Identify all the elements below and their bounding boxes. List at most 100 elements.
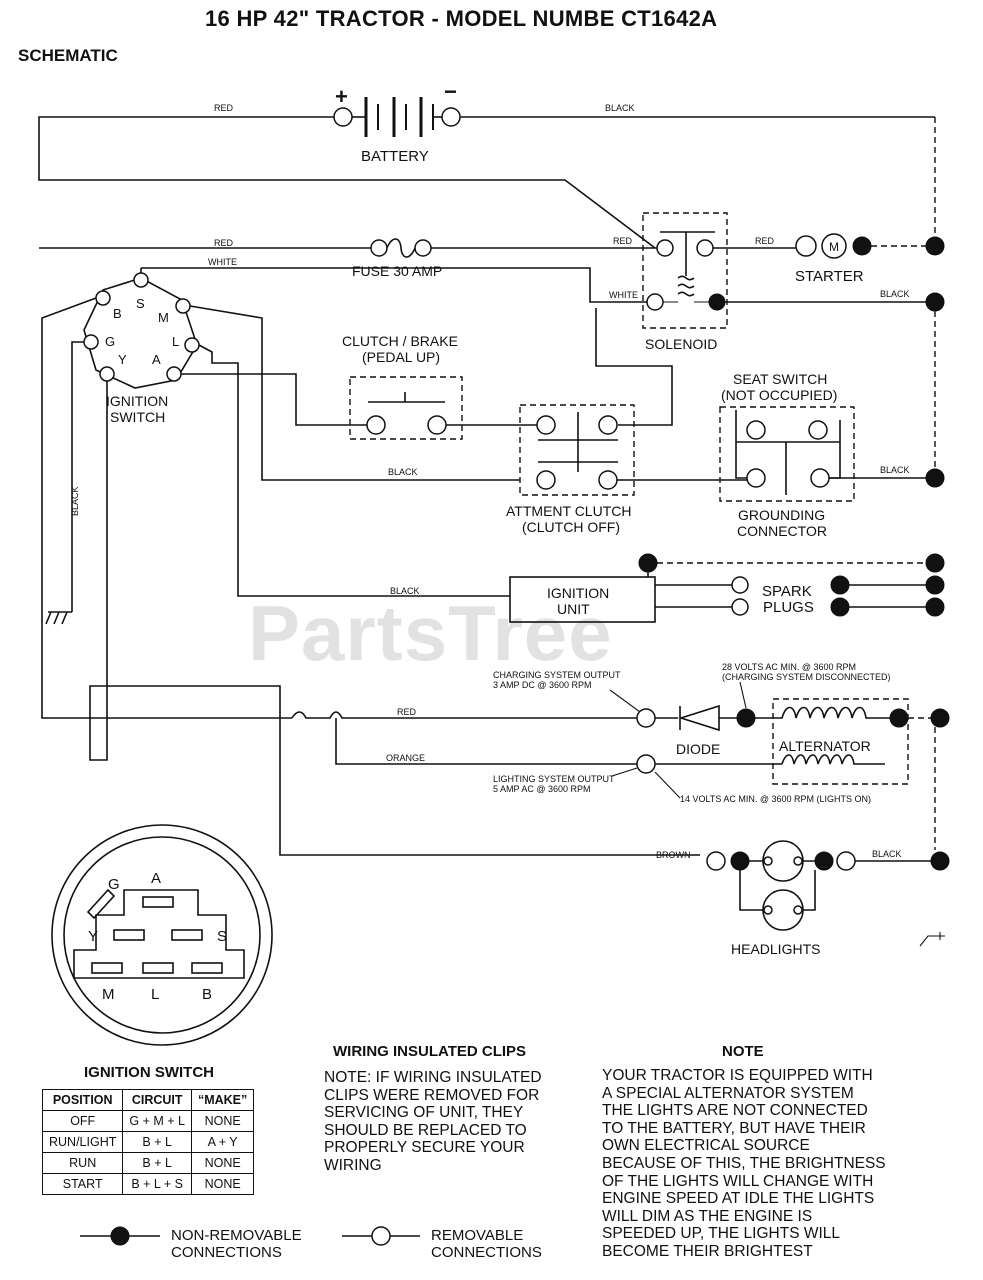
ignition-unit-label-2: UNIT xyxy=(557,601,590,617)
wire-label-white-ign: WHITE xyxy=(208,257,237,267)
charging-output-1: CHARGING SYSTEM OUTPUT xyxy=(493,670,621,680)
ignition-table: POSITION CIRCUIT “MAKE” OFF G + M + L NO… xyxy=(41,1089,255,1195)
wire-label-black-seat: BLACK xyxy=(880,465,910,475)
wire-label-brown: BROWN xyxy=(656,850,691,860)
wire-label-red-battery: RED xyxy=(214,103,234,113)
wire-label-black-ignition-unit: BLACK xyxy=(390,586,420,596)
headlights: HEADLIGHTS xyxy=(731,840,820,957)
wire-label-red-solenoid: RED xyxy=(613,236,633,246)
face-label-y: Y xyxy=(88,928,98,945)
wire-b-main xyxy=(41,297,292,719)
battery-pos-terminal xyxy=(333,107,353,127)
watermark: PartsTree xyxy=(248,589,613,677)
table-header-row: POSITION CIRCUIT “MAKE” xyxy=(41,1089,255,1111)
ignition-unit-label-1: IGNITION xyxy=(547,585,609,601)
table-header: “MAKE” xyxy=(190,1089,255,1111)
legend-non-removable-symbol xyxy=(110,1226,130,1246)
terminal-b xyxy=(95,290,111,306)
legend-removable-1: REMOVABLE xyxy=(431,1227,523,1244)
face-label-g: G xyxy=(108,876,120,893)
table-cell: RUN/LIGHT xyxy=(41,1131,124,1153)
table-cell: A + Y xyxy=(190,1131,255,1153)
terminal-a xyxy=(166,366,182,382)
headlights-label: HEADLIGHTS xyxy=(731,941,820,957)
note-body: YOUR TRACTOR IS EQUIPPED WITH A SPECIAL … xyxy=(602,1067,886,1260)
table-cell: G + M + L xyxy=(122,1110,192,1132)
note-title: NOTE xyxy=(722,1043,764,1060)
terminal-g xyxy=(83,334,99,350)
table-cell: B + L + S xyxy=(122,1173,192,1195)
battery-label: BATTERY xyxy=(361,148,429,165)
spark-plugs-label-2: PLUGS xyxy=(763,599,814,616)
diode: DIODE xyxy=(676,704,720,757)
wire-red-battery xyxy=(38,116,656,249)
attachment-clutch-switch: ATTMENT CLUTCH (CLUTCH OFF) xyxy=(506,404,635,535)
wire-label-black-vertical: BLACK xyxy=(70,486,80,516)
legend-non-removable-2: CONNECTIONS xyxy=(171,1244,282,1261)
charging-output-2: 3 AMP DC @ 3600 RPM xyxy=(493,680,592,690)
clutch-brake-switch: CLUTCH / BRAKE (PEDAL UP) xyxy=(342,333,463,440)
table-cell: NONE xyxy=(190,1173,255,1195)
ground-node-solenoid xyxy=(925,292,945,312)
volts28-2: (CHARGING SYSTEM DISCONNECTED) xyxy=(722,672,891,682)
ign-label-s: S xyxy=(136,296,145,311)
table-cell: START xyxy=(41,1173,124,1195)
terminal-s xyxy=(133,272,149,288)
alternator: ALTERNATOR xyxy=(755,698,909,785)
ign-label-y: Y xyxy=(118,352,127,367)
wire-y-brown xyxy=(89,381,700,856)
battery-neg-terminal xyxy=(441,107,461,127)
face-label-m: M xyxy=(102,986,115,1003)
diode-label: DIODE xyxy=(676,741,720,757)
wire-label-black-battery: BLACK xyxy=(605,103,635,113)
clutch-brake-label-2: (PEDAL UP) xyxy=(362,349,440,365)
table-row: OFF G + M + L NONE xyxy=(41,1110,255,1132)
page-title: 16 HP 42" TRACTOR - MODEL NUMBE CT1642A xyxy=(205,6,718,31)
ignition-switch-label-1: IGNITION xyxy=(106,393,168,409)
clutch-brake-label-1: CLUTCH / BRAKE xyxy=(342,333,458,349)
wiring-clips-body: NOTE: IF WIRING INSULATED CLIPS WERE REM… xyxy=(324,1069,542,1174)
legend-non-removable-1: NON-REMOVABLE xyxy=(171,1227,302,1244)
attachment-clutch-label-1: ATTMENT CLUTCH xyxy=(506,503,631,519)
ignition-switch-face: G A Y S M L B xyxy=(51,824,273,1046)
table-header: POSITION xyxy=(41,1089,124,1111)
starter-label: STARTER xyxy=(795,268,864,285)
legend-removable-symbol xyxy=(371,1226,391,1246)
terminal-m xyxy=(175,298,191,314)
table-cell: NONE xyxy=(190,1110,255,1132)
wire-g-black xyxy=(71,341,84,612)
fuse: FUSE 30 AMP xyxy=(352,238,442,279)
wire-orange xyxy=(335,718,638,765)
alternator-label: ALTERNATOR xyxy=(779,738,871,754)
ignition-table-title: IGNITION SWITCH xyxy=(84,1064,214,1081)
ign-label-m: M xyxy=(158,310,169,325)
spark-plugs-label-1: SPARK xyxy=(762,583,812,600)
legend: NON-REMOVABLE CONNECTIONS REMOVABLE CONN… xyxy=(80,1226,542,1261)
wire-a xyxy=(181,373,368,426)
battery: + − BATTERY xyxy=(333,79,461,165)
ign-label-g: G xyxy=(105,334,115,349)
battery-plus-sign: + xyxy=(335,84,348,109)
terminal-y xyxy=(99,366,115,382)
solenoid: SOLENOID xyxy=(642,212,728,352)
table-cell: RUN xyxy=(41,1152,124,1174)
ignition-switch-label-2: SWITCH xyxy=(110,409,165,425)
wiring-clips-title: WIRING INSULATED CLIPS xyxy=(333,1043,527,1060)
legend-removable-2: CONNECTIONS xyxy=(431,1244,542,1261)
face-label-l: L xyxy=(151,986,159,1003)
seat-switch-label-1: SEAT SWITCH xyxy=(733,371,827,387)
ground-node-seat xyxy=(925,468,945,488)
table-row: RUN/LIGHT B + L A + Y xyxy=(41,1131,255,1153)
wire-label-orange: ORANGE xyxy=(386,753,425,763)
ign-label-l: L xyxy=(172,334,179,349)
wire-white-ignition xyxy=(141,267,647,303)
wire-label-red-fuse: RED xyxy=(214,238,234,248)
starter-m-label: M xyxy=(829,240,839,254)
wire-red-charging xyxy=(291,711,638,719)
table-row: RUN B + L NONE xyxy=(41,1152,255,1174)
lighting-output-1: LIGHTING SYSTEM OUTPUT xyxy=(493,774,615,784)
seat-switch: SEAT SWITCH (NOT OCCUPIED) GROUNDING CON… xyxy=(719,371,855,539)
ground-node-starter xyxy=(925,236,945,256)
section-heading: SCHEMATIC xyxy=(18,46,118,65)
